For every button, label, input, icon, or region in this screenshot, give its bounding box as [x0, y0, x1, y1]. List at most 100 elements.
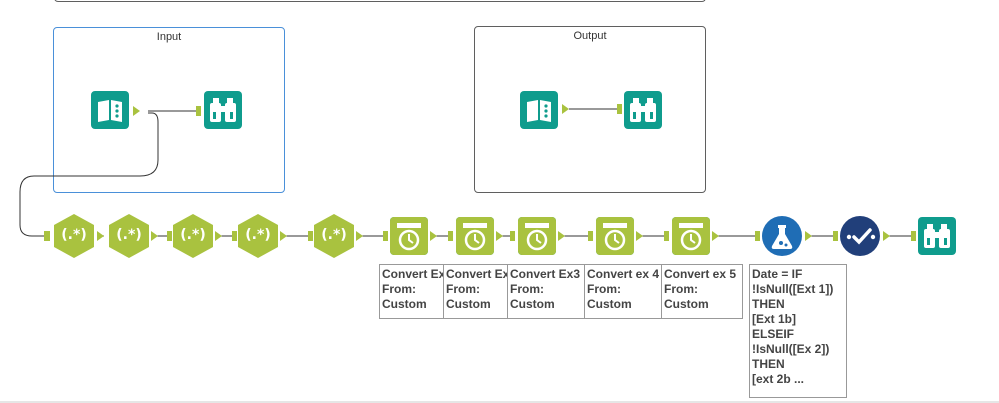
regex-tool-3[interactable]: (.*) — [173, 214, 213, 258]
regex-hexagon-icon — [173, 214, 213, 258]
annotation-line: Convert Ex3 — [510, 267, 581, 281]
regex-5-output-anchor[interactable] — [356, 231, 363, 241]
datetime-3-input-anchor[interactable] — [510, 231, 515, 241]
binoculars-icon — [630, 98, 656, 122]
annotation-line: THEN — [752, 297, 785, 311]
flask-icon — [771, 225, 793, 249]
datetime-4-input-anchor[interactable] — [588, 231, 593, 241]
output-container-title: Output — [573, 30, 607, 42]
datetime-5-input-anchor[interactable] — [664, 231, 669, 241]
datetime-4-output-anchor[interactable] — [636, 231, 643, 241]
clock-icon — [518, 217, 556, 255]
regex-tool-4-label: (.*) — [245, 227, 271, 243]
annotation-line: From: — [446, 282, 480, 296]
annotation-line: !IsNull([Ex 2]) — [752, 342, 830, 356]
convert-annotation-1: Convert Ex From: Custom — [379, 264, 445, 319]
regex-tool-4[interactable]: (.*) — [238, 214, 278, 258]
datetime-1-output-anchor[interactable] — [430, 231, 437, 241]
formula-input-anchor[interactable] — [755, 231, 760, 241]
regex-1-input-anchor[interactable] — [44, 231, 50, 241]
datetime-tool-3[interactable] — [518, 217, 556, 255]
convert-annotation-3: Convert Ex3 From: Custom — [507, 264, 586, 319]
annotation-line: From: — [510, 282, 544, 296]
datetime-5-output-anchor[interactable] — [712, 231, 719, 241]
regex-1-output-anchor[interactable] — [97, 231, 104, 241]
book-open-icon — [527, 100, 551, 122]
annotation-line: Convert ex 4 — [587, 267, 660, 281]
regex-3-output-anchor[interactable] — [215, 231, 222, 241]
output-input-data-tool[interactable] — [520, 91, 558, 129]
datetime-3-output-anchor[interactable] — [558, 231, 565, 241]
clock-icon — [390, 217, 428, 255]
convert-annotation-2: Convert Ex From: Custom — [443, 264, 509, 319]
datetime-tool-2[interactable] — [456, 217, 494, 255]
book-open-icon — [98, 100, 122, 122]
final-browse-tool[interactable] — [918, 217, 956, 255]
formula-output-anchor[interactable] — [805, 231, 812, 241]
annotation-line: Custom — [382, 297, 427, 311]
select-tool[interactable] — [840, 216, 880, 256]
clock-icon — [672, 217, 710, 255]
regex-hexagon-icon — [238, 214, 278, 258]
regex-tool-1[interactable]: (.*) — [54, 214, 94, 258]
binoculars-icon — [210, 98, 236, 122]
annotation-line: !IsNull([Ext 1]) — [752, 282, 834, 296]
final-browse-input-anchor[interactable] — [911, 231, 916, 241]
convert-annotation-4: Convert ex 4 From: Custom — [584, 264, 664, 319]
regex-tool-2-label: (.*) — [116, 227, 142, 243]
datetime-tool-5[interactable] — [672, 217, 710, 255]
select-input-anchor[interactable] — [833, 231, 838, 241]
datetime-tool-1[interactable] — [390, 217, 428, 255]
datetime-2-input-anchor[interactable] — [448, 231, 453, 241]
regex-hexagon-icon — [109, 214, 149, 258]
output-input-anchor-out[interactable] — [562, 104, 569, 114]
regex-hexagon-icon — [54, 214, 94, 258]
regex-2-output-anchor[interactable] — [151, 231, 158, 241]
regex-tool-1-label: (.*) — [61, 227, 87, 243]
annotation-line: ELSEIF — [752, 327, 795, 341]
input-data-tool[interactable] — [91, 91, 129, 129]
datetime-2-output-anchor[interactable] — [496, 231, 503, 241]
annotation-line: THEN — [752, 357, 785, 371]
regex-4-output-anchor[interactable] — [280, 231, 287, 241]
annotation-line: From: — [587, 282, 621, 296]
regex-4-input-anchor[interactable] — [232, 231, 237, 241]
annotation-line: Custom — [446, 297, 491, 311]
input-container-title: Input — [156, 31, 182, 43]
annotation-line: [ext 2b ... — [752, 372, 805, 386]
select-output-anchor[interactable] — [883, 231, 890, 241]
annotation-line: Custom — [587, 297, 632, 311]
canvas-bottom-edge — [0, 401, 999, 403]
input-output-anchor[interactable] — [133, 106, 140, 116]
regex-3-input-anchor[interactable] — [167, 231, 172, 241]
regex-tool-5[interactable]: (.*) — [314, 214, 354, 258]
datetime-1-input-anchor[interactable] — [383, 231, 388, 241]
annotation-line: Custom — [664, 297, 709, 311]
browse-input-anchor[interactable] — [196, 106, 201, 116]
clock-icon — [456, 217, 494, 255]
output-browse-tool[interactable] — [624, 91, 662, 129]
regex-hexagon-icon — [314, 214, 354, 258]
annotation-line: Date = IF — [752, 267, 803, 281]
checkmark-flow-icon — [846, 228, 876, 245]
datetime-tool-4[interactable] — [596, 217, 634, 255]
annotation-line: From: — [382, 282, 416, 296]
regex-tool-5-label: (.*) — [321, 227, 347, 243]
regex-5-input-anchor[interactable] — [308, 231, 313, 241]
binoculars-icon — [924, 224, 950, 248]
annotation-line: Convert Ex — [446, 267, 509, 281]
convert-annotation-5: Convert ex 5 From: Custom — [661, 264, 743, 319]
formula-tool[interactable] — [762, 216, 802, 256]
formula-annotation: Date = IF !IsNull([Ext 1]) THEN [Ext 1b]… — [749, 264, 847, 398]
regex-tool-3-label: (.*) — [180, 227, 206, 243]
browse-tool[interactable] — [204, 91, 242, 129]
regex-tool-2[interactable]: (.*) — [109, 214, 149, 258]
annotation-line: Convert Ex — [382, 267, 445, 281]
clock-icon — [596, 217, 634, 255]
output-browse-input-anchor[interactable] — [617, 104, 622, 114]
annotation-line: [Ext 1b] — [752, 312, 797, 326]
annotation-line: From: — [664, 282, 698, 296]
annotation-line: Convert ex 5 — [664, 267, 737, 281]
